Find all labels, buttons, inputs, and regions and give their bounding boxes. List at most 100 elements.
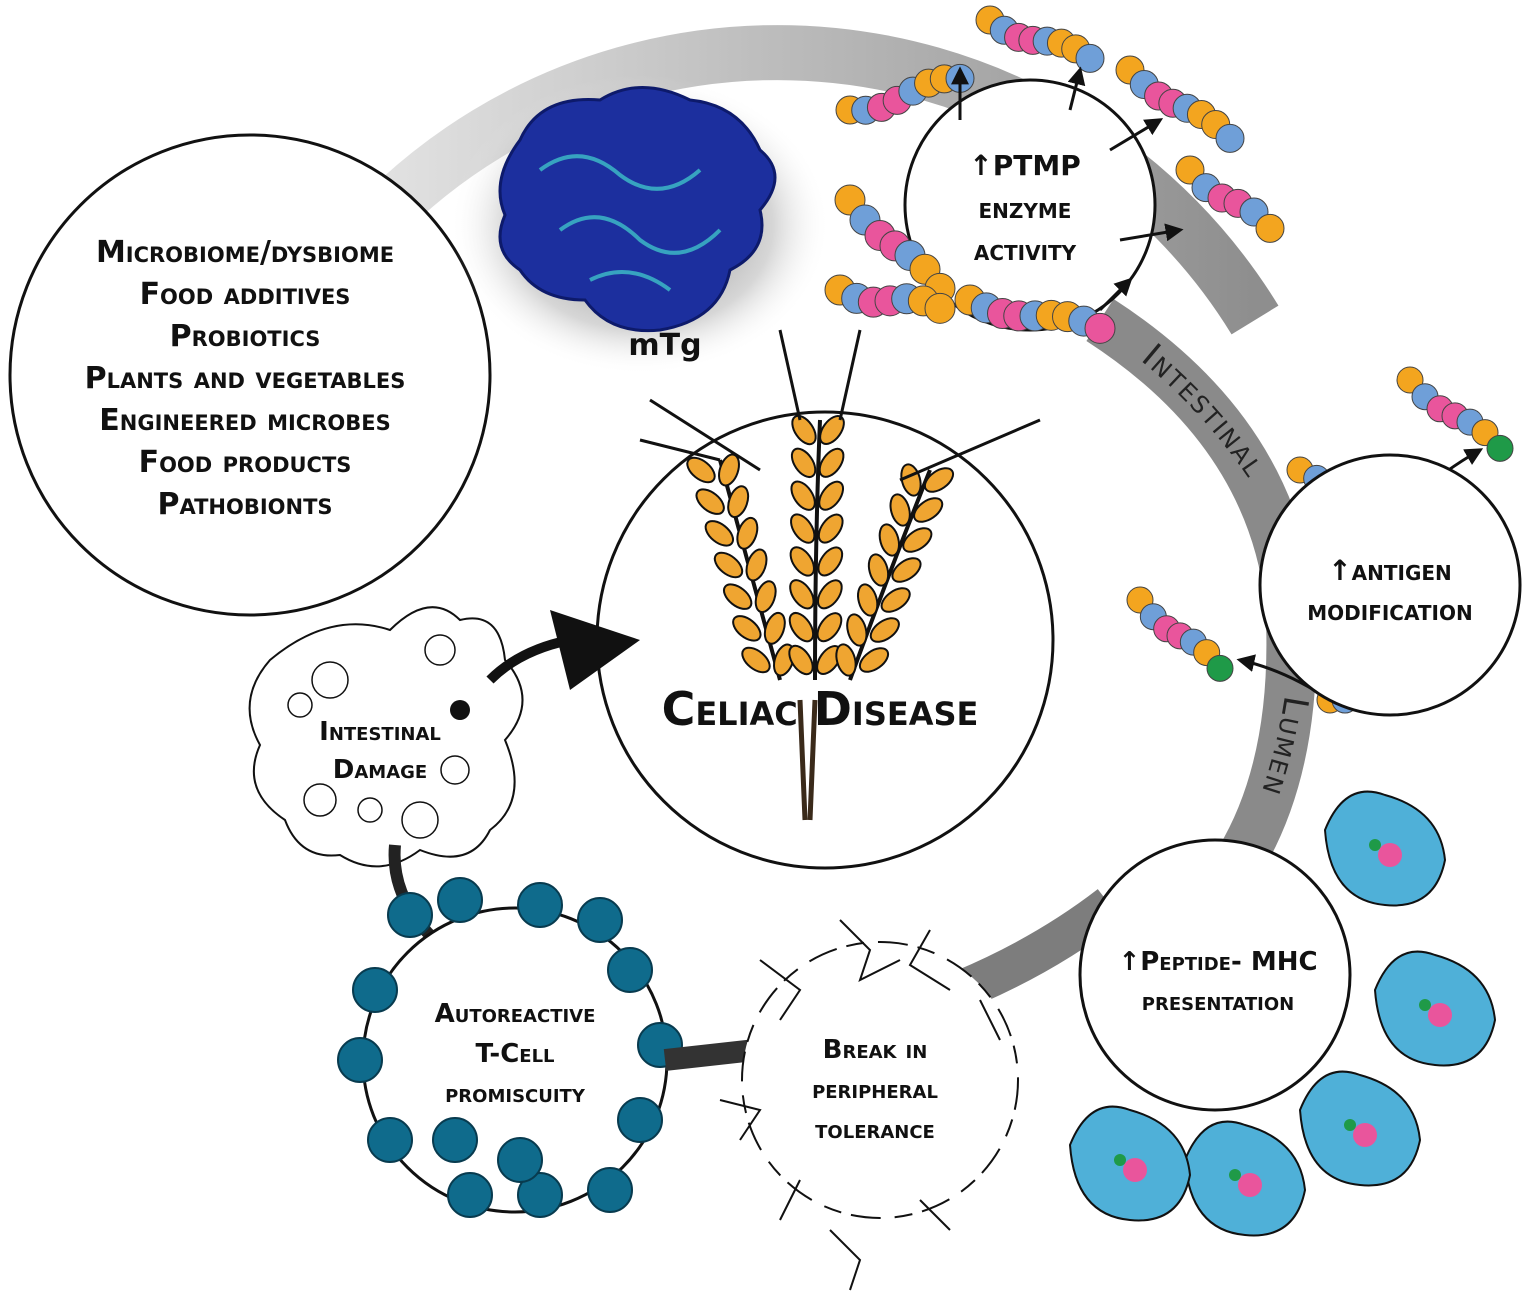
tolerance-line-1: Break in <box>823 1035 928 1065</box>
mhc-peptide-green <box>1369 839 1381 851</box>
mhc-peptide-green <box>1419 999 1431 1011</box>
wheat-kernel <box>816 612 843 643</box>
wheat-kernel <box>878 523 900 557</box>
peptide-bead <box>1206 654 1234 682</box>
tcell-circle: Autoreactive T-Cell promiscuity <box>337 877 683 1218</box>
wheat-kernel <box>880 587 911 613</box>
arrow-line <box>1067 66 1086 111</box>
wheat-kernel <box>835 643 857 677</box>
arrow-line <box>1109 118 1164 152</box>
tcell-ball <box>587 1167 633 1213</box>
tcell-ball <box>367 1117 413 1163</box>
wheat-kernel <box>913 497 944 523</box>
source-line-5: Engineered microbes <box>99 403 390 438</box>
tcell-ball <box>517 1172 563 1218</box>
mtg-enzyme: mTg <box>450 75 830 375</box>
celiac-disease-title: Celiac Disease <box>662 682 979 736</box>
peptide-bead <box>1486 434 1514 462</box>
wheat-kernel <box>791 414 817 446</box>
wheat-kernel <box>869 617 900 643</box>
peptide-bead <box>1215 123 1245 153</box>
lumen-word-intestinal: Intestinal <box>1134 336 1275 485</box>
mhc-peptide-green <box>1114 1154 1126 1166</box>
wheat-kernel <box>902 527 933 553</box>
celiac-disease-circle: Celiac Disease <box>595 329 1055 870</box>
mhc-peptide-green <box>1229 1169 1241 1181</box>
tcell-ball <box>517 882 563 928</box>
source-line-6: Food products <box>139 445 352 480</box>
tcell-line-2: T-Cell <box>475 1039 554 1069</box>
ptmp-line-1: ↑PTMP <box>969 149 1080 182</box>
wheat-kernel <box>891 557 922 583</box>
tcell-line-3: promiscuity <box>445 1079 586 1109</box>
tolerance-line-2: peripheral <box>812 1075 938 1105</box>
wheat-kernel <box>923 467 955 493</box>
mhc-line-2: presentation <box>1142 987 1294 1017</box>
wheat-kernel <box>857 583 879 617</box>
source-line-4: Plants and vegetables <box>85 361 406 396</box>
mhc-peptide <box>1353 1123 1377 1147</box>
tcell-ball <box>387 892 433 938</box>
wheat-kernel <box>858 647 890 673</box>
mhc-peptide <box>1378 843 1402 867</box>
wheat-kernel <box>817 546 844 577</box>
connector-tolerance-tcell <box>663 1039 757 1071</box>
wheat-kernel <box>867 553 890 587</box>
wheat-kernel <box>816 579 843 610</box>
mtg-label: mTg <box>628 328 701 363</box>
sources-circle: Microbiome/dysbiome Food additives Probi… <box>8 133 492 617</box>
tcell-line-1: Autoreactive <box>435 999 596 1029</box>
mhc-molecules <box>1068 790 1497 1237</box>
wheat-icon <box>639 329 1041 821</box>
wheat-kernel <box>788 611 815 643</box>
wheat-kernel <box>789 579 815 610</box>
mhc-peptide-green <box>1344 1119 1356 1131</box>
tcell-ball <box>437 877 483 923</box>
damage-line-2: Damage <box>333 755 427 785</box>
tcell-ball <box>497 1137 543 1183</box>
tcell-ball <box>337 1037 383 1083</box>
wheat-kernel <box>741 646 771 674</box>
wheat-kernel <box>788 644 814 676</box>
intestinal-damage-blob: Intestinal Damage <box>248 606 524 868</box>
wheat-kernel <box>790 480 816 511</box>
wheat-kernel <box>790 447 817 479</box>
peptide-bead <box>1075 43 1105 73</box>
arrow-line <box>1119 223 1184 242</box>
source-line-3: Probiotics <box>170 319 321 354</box>
tcell-ball <box>617 1097 663 1143</box>
mhc-line-1: ↑Peptide- MHC <box>1118 947 1317 977</box>
wheat-kernel <box>846 613 868 647</box>
antigen-line-1: ↑antigen <box>1328 554 1452 587</box>
tcell-ball <box>432 1117 478 1163</box>
tolerance-circle: Break in peripheral tolerance <box>719 919 1019 1291</box>
wheat-kernel <box>686 456 716 484</box>
tcell-ball <box>352 967 398 1013</box>
antigen-circle: ↑antigen modification <box>1258 453 1522 717</box>
wheat-kernel <box>713 551 744 579</box>
wheat-kernel <box>754 580 777 614</box>
source-line-1: Microbiome/dysbiome <box>96 235 394 270</box>
tcell-ball <box>447 1172 493 1218</box>
wheat-kernel <box>722 583 753 610</box>
wheat-kernel <box>789 546 815 577</box>
peptide-bead <box>924 292 956 324</box>
wheat-kernel <box>732 615 762 642</box>
wheat-kernel <box>745 548 768 582</box>
wheat-kernel <box>736 516 759 550</box>
peptide-bead <box>1255 213 1285 243</box>
source-line-2: Food additives <box>140 277 351 312</box>
source-line-7: Pathobionts <box>157 487 332 522</box>
peptide-bead <box>1084 312 1116 344</box>
mhc-peptide <box>1123 1158 1147 1182</box>
antigen-line-2: modification <box>1307 594 1472 627</box>
wheat-kernel <box>818 480 845 511</box>
ptmp-line-3: activity <box>974 234 1077 267</box>
wheat-kernel <box>889 493 911 527</box>
wheat-kernel <box>817 513 844 544</box>
arrow-line <box>1098 277 1133 312</box>
mhc-circle: ↑Peptide- MHC presentation <box>1078 838 1352 1112</box>
damage-line-1: Intestinal <box>319 717 441 747</box>
